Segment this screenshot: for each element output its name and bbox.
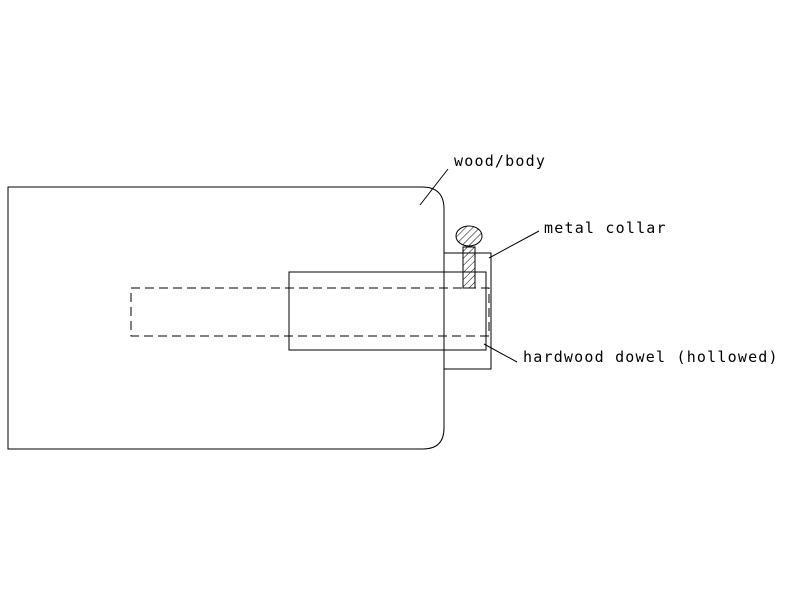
set-screw-shank: [462, 246, 476, 289]
label-metal-collar: metal collar: [544, 219, 667, 237]
leader-metal-collar: [488, 230, 540, 259]
leader-wood-body: [419, 168, 449, 206]
label-wood-body: wood/body: [454, 152, 546, 170]
wood-body-outline: [7, 186, 445, 450]
set-screw-head: [455, 225, 483, 247]
dowel-outline: [288, 271, 487, 351]
dowel-hollow-bore: [130, 287, 490, 337]
label-hardwood-dowel: hardwood dowel (hollowed): [523, 348, 779, 366]
leader-hardwood-dowel: [483, 343, 518, 363]
